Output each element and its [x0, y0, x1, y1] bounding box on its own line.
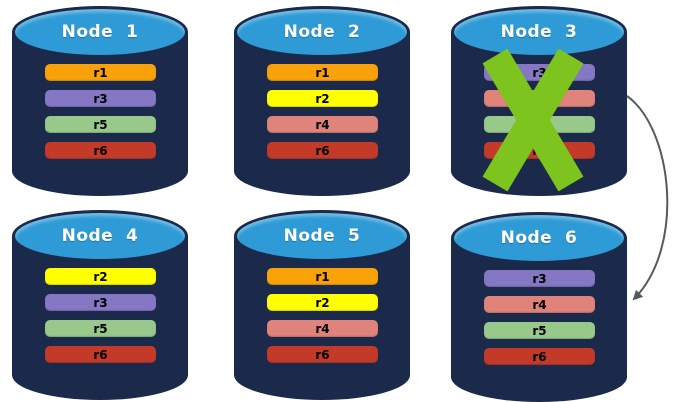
- node-3-title: Node 3: [500, 22, 578, 42]
- node-2: Node 2 r1 r2 r4 r6: [234, 6, 410, 196]
- failover-arrow-path: [626, 95, 669, 301]
- replica-bar: r6: [267, 346, 378, 363]
- node-4-header: Node 4: [12, 210, 188, 262]
- replica-bar: r4: [267, 320, 378, 337]
- replica-label: r3: [532, 271, 547, 286]
- replica-label: r1: [315, 65, 330, 80]
- node-6-replica-list: r3 r4 r5 r6: [484, 270, 595, 374]
- replica-bar: r2: [267, 294, 378, 311]
- replica-bar: r6: [45, 142, 156, 159]
- node-5-title: Node 5: [283, 226, 361, 246]
- replica-label: r4: [315, 321, 330, 336]
- replica-label: r5: [532, 323, 547, 338]
- replica-bar: r4: [484, 296, 595, 313]
- node-2-replica-list: r1 r2 r4 r6: [267, 64, 378, 168]
- replica-bar: r3: [45, 90, 156, 107]
- node-6-header: Node 6: [451, 212, 627, 264]
- node-4-title: Node 4: [61, 226, 139, 246]
- node-1-title: Node 1: [61, 22, 139, 42]
- replica-bar: r6: [484, 348, 595, 365]
- replica-bar: r1: [45, 64, 156, 81]
- replica-label: r4: [532, 297, 547, 312]
- replica-label: r5: [93, 321, 108, 336]
- node-4: Node 4 r2 r3 r5 r6: [12, 210, 188, 400]
- replica-bar: r5: [484, 322, 595, 339]
- replica-bar: r2: [45, 268, 156, 285]
- replica-label: r5: [93, 117, 108, 132]
- replica-label: r1: [315, 269, 330, 284]
- node-3: Node 3 r3 r4 r5 r6: [451, 6, 627, 196]
- replica-label: r2: [93, 269, 108, 284]
- node-6: Node 6 r3 r4 r5 r6: [451, 212, 627, 402]
- replica-label: r4: [315, 117, 330, 132]
- replica-label: r6: [315, 143, 330, 158]
- replica-bar: r1: [267, 64, 378, 81]
- node-1-replica-list: r1 r3 r5 r6: [45, 64, 156, 168]
- replica-bar: r1: [267, 268, 378, 285]
- replica-label: r2: [315, 295, 330, 310]
- node-2-header: Node 2: [234, 6, 410, 58]
- replica-bar: r3: [484, 270, 595, 287]
- replica-bar: r2: [267, 90, 378, 107]
- node-5: Node 5 r1 r2 r4 r6: [234, 210, 410, 400]
- failure-x-icon: [482, 48, 584, 192]
- node-2-title: Node 2: [283, 22, 361, 42]
- replica-label: r6: [532, 349, 547, 364]
- node-6-title: Node 6: [500, 228, 578, 248]
- replica-bar: r6: [267, 142, 378, 159]
- replica-label: r1: [93, 65, 108, 80]
- replica-bar: r5: [45, 116, 156, 133]
- node-1: Node 1 r1 r3 r5 r6: [12, 6, 188, 196]
- replica-label: r3: [93, 295, 108, 310]
- replica-label: r6: [315, 347, 330, 362]
- node-5-replica-list: r1 r2 r4 r6: [267, 268, 378, 372]
- replica-label: r2: [315, 91, 330, 106]
- node-4-replica-list: r2 r3 r5 r6: [45, 268, 156, 372]
- node-3-header: Node 3: [451, 6, 627, 58]
- replica-label: r6: [93, 143, 108, 158]
- replica-label: r6: [93, 347, 108, 362]
- replica-bar: r4: [267, 116, 378, 133]
- replica-bar: r3: [45, 294, 156, 311]
- replica-bar: r6: [45, 346, 156, 363]
- replica-bar: r5: [45, 320, 156, 337]
- node-1-header: Node 1: [12, 6, 188, 58]
- replica-label: r3: [93, 91, 108, 106]
- node-5-header: Node 5: [234, 210, 410, 262]
